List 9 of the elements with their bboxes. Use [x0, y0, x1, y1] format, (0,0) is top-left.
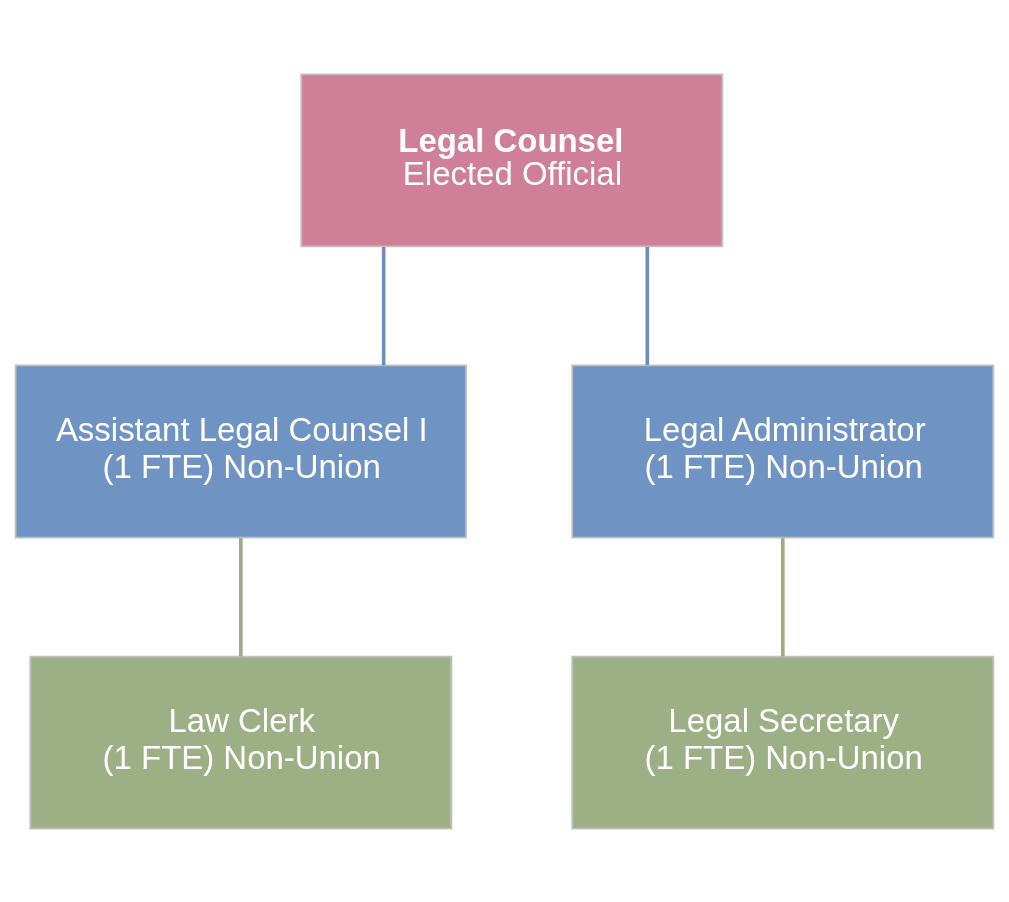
connector	[239, 537, 243, 656]
connector	[780, 537, 785, 656]
node-box: Legal Administrator (1 FTE) Non-Union	[571, 364, 995, 538]
connector	[645, 246, 650, 365]
node-box: Assistant Legal Counsel I (1 FTE) Non-Union	[14, 364, 467, 538]
node-box: Law Clerk (1 FTE) Non-Union	[29, 655, 453, 830]
node-box: Legal Counsel Elected Official	[300, 72, 724, 247]
connector	[381, 246, 386, 365]
node-box: Legal Secretary (1 FTE) Non-Union	[571, 655, 995, 830]
